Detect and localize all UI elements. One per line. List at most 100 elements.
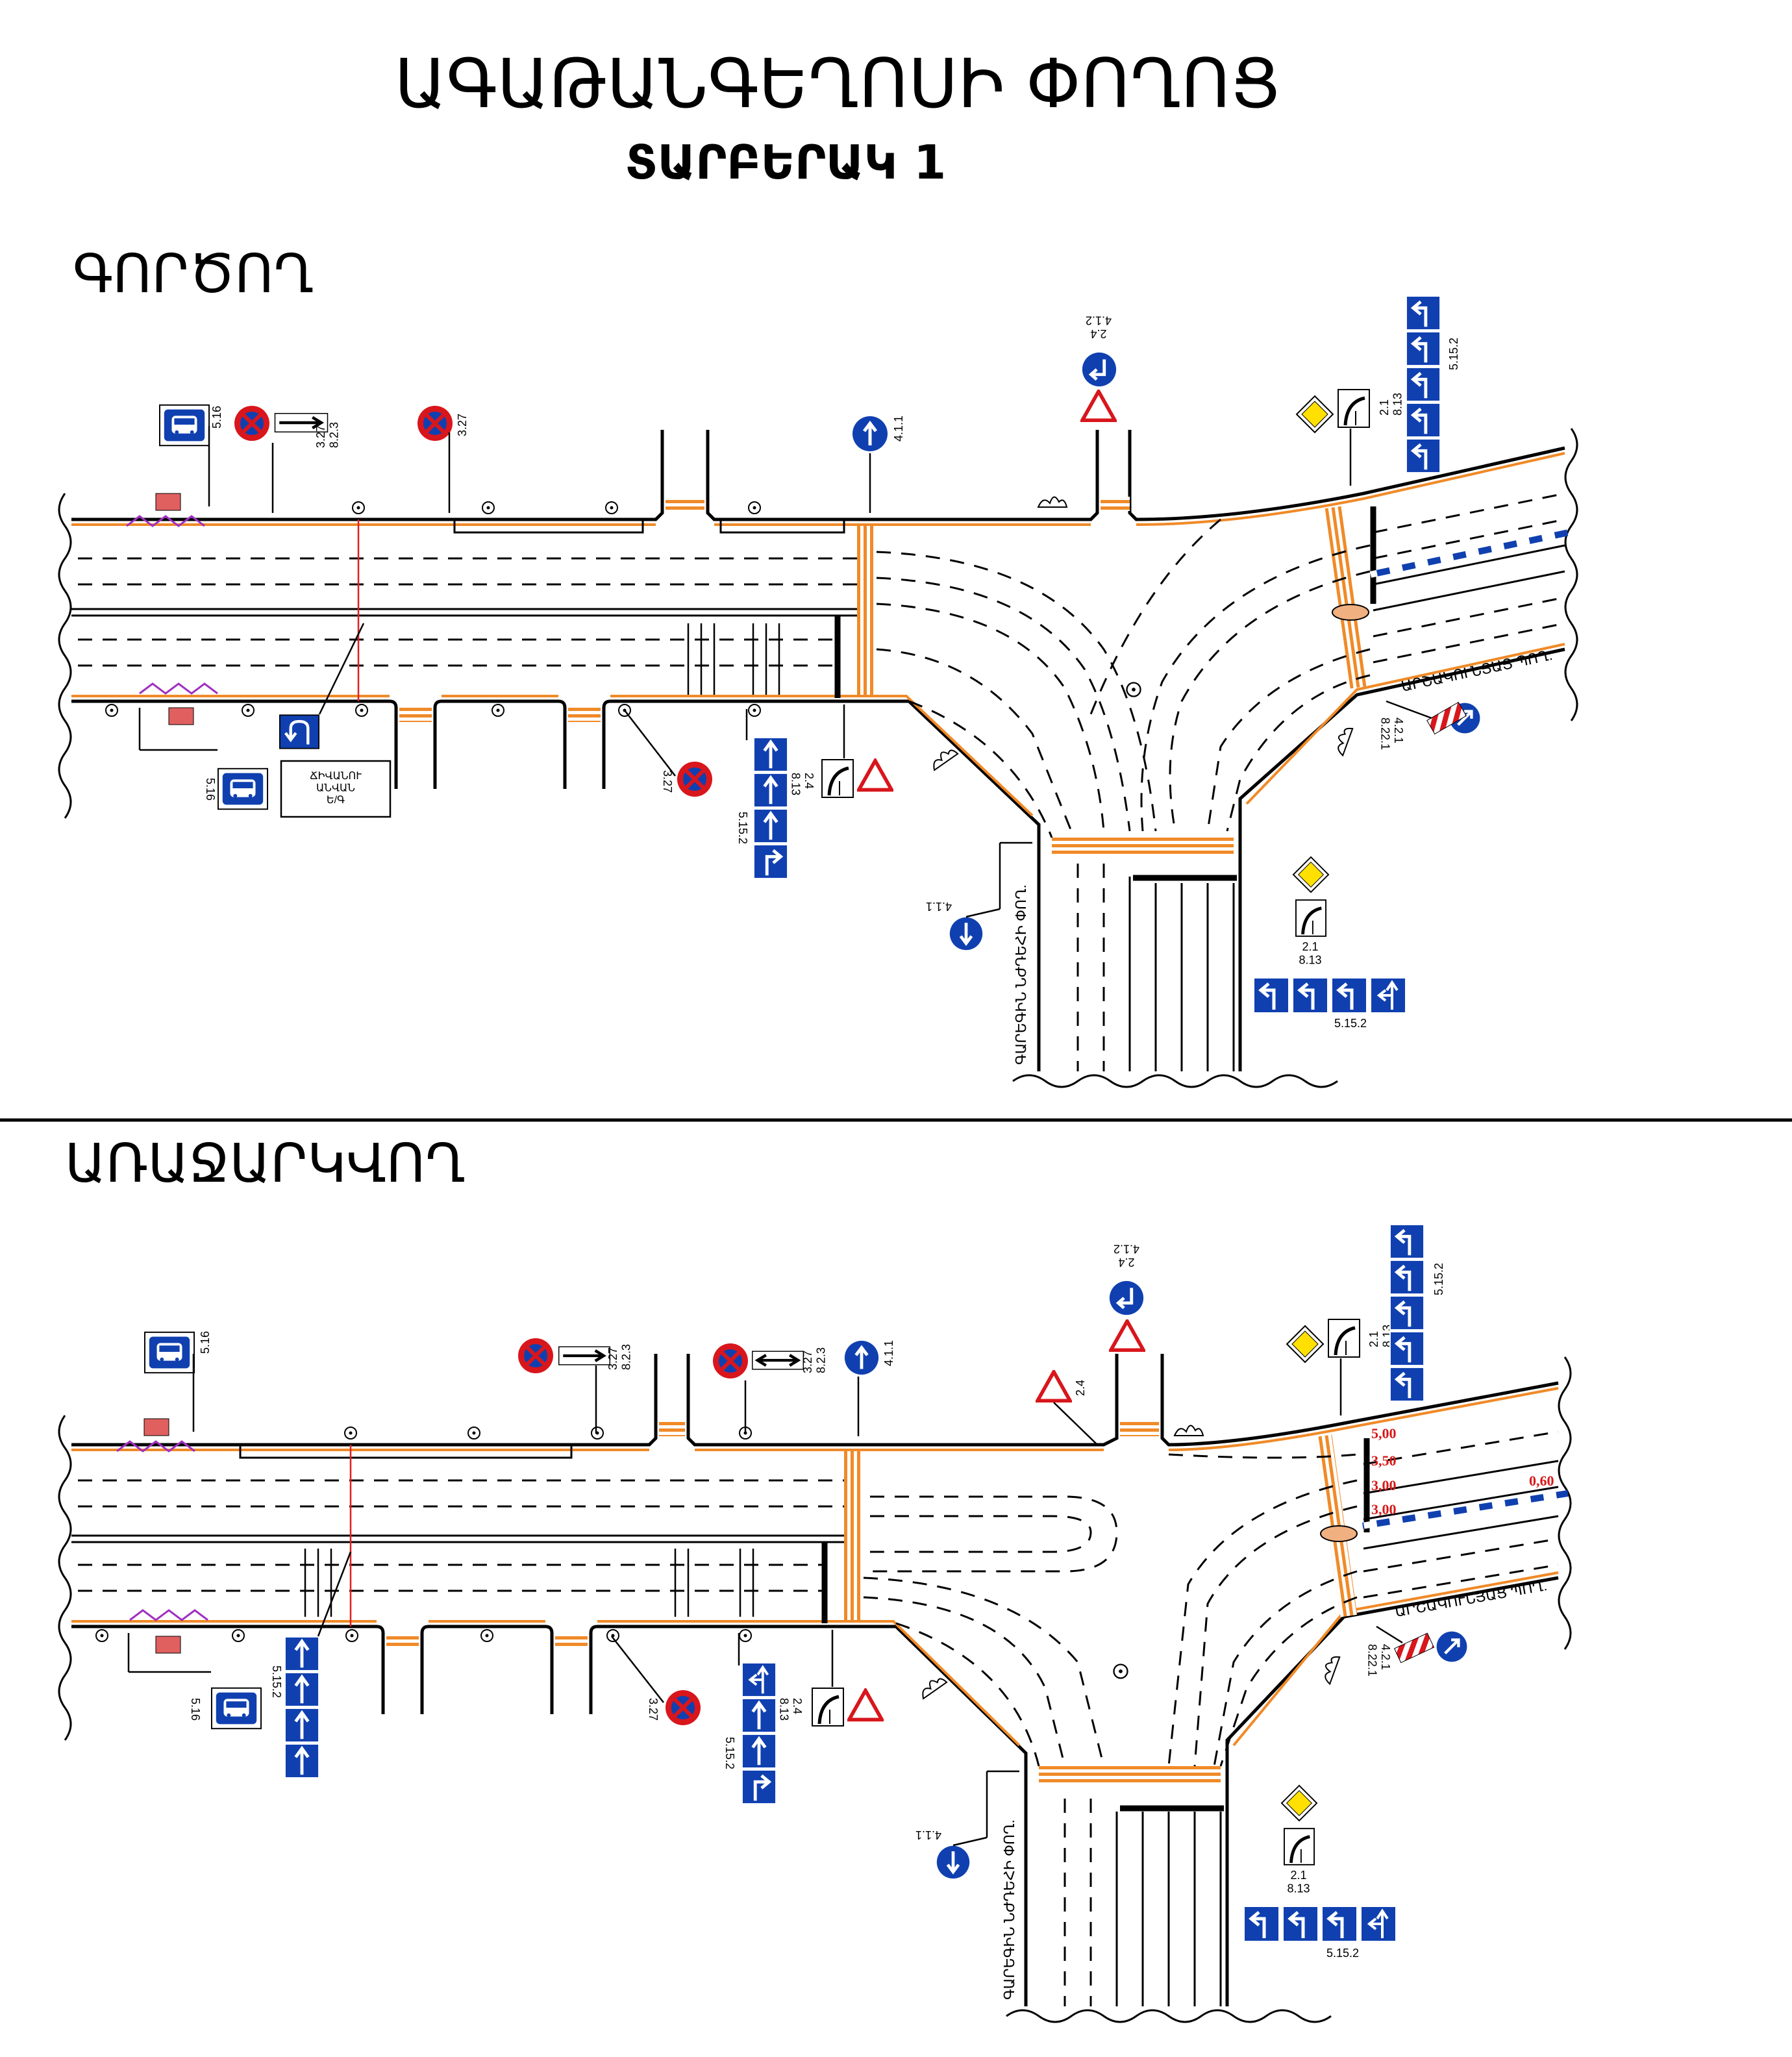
sign-code: 2.48.13 — [789, 773, 815, 795]
crosswalk-south — [1052, 838, 1234, 854]
sign-code: 4.1.1 — [882, 1340, 895, 1366]
give-way-sign — [1082, 392, 1115, 420]
street-label-south: ԳԱՐԵԳԻՆ ՆԺԴԵՀԻ ՓՈՂ. — [1001, 1819, 1017, 2000]
sign-code: 5.16 — [189, 1698, 202, 1721]
direction-plate — [753, 1351, 804, 1369]
u-turn-sign — [280, 715, 319, 748]
barrier-plate — [1393, 1632, 1435, 1664]
sign-code: 5.16 — [199, 1331, 212, 1354]
no-stopping-sign — [518, 1338, 553, 1373]
break-line-west — [58, 493, 72, 819]
sign-code: 4.1.1 — [892, 416, 905, 442]
break-line-south — [1006, 2009, 1332, 2023]
existing-plan: 5.16 3.278.2.3 3.27 4.1.1 2.44.1.2 2.18.… — [58, 296, 1578, 1088]
break-line-east — [1558, 1356, 1572, 1650]
sign-code: 4.2.18.22.1 — [1378, 717, 1405, 750]
road-edge-north — [71, 430, 1565, 521]
give-way-sign — [1111, 1321, 1143, 1350]
u-turn-guide — [870, 1495, 1118, 1573]
median-width: 0,60 — [1529, 1473, 1554, 1489]
no-stopping-sign — [666, 1690, 701, 1725]
sign-code: 3.278.2.3 — [801, 1347, 828, 1373]
no-stopping-sign — [234, 406, 269, 441]
give-way-sign — [1038, 1372, 1070, 1401]
turn-sign — [1110, 1281, 1143, 1315]
priority-road-sign — [1296, 395, 1334, 433]
curve-plate — [1296, 900, 1326, 936]
straight-only-sign — [950, 917, 982, 950]
sign-code: 2.48.13 — [777, 1698, 804, 1721]
sign-code: 3.27 — [647, 1698, 660, 1721]
lane-width: 3,00 — [1371, 1477, 1397, 1493]
road-edge-south — [71, 1576, 1559, 2006]
street-label-south: ԳԱՐԵԳԻՆ ՆԺԴԵՀԻ ՓՈՂ. — [1013, 884, 1029, 1065]
sign-code: 4.2.18.22.1 — [1365, 1644, 1392, 1677]
straight-only-sign — [845, 1341, 878, 1375]
lane-direction-sign-s — [1254, 977, 1406, 1014]
lane-direction-sign-s — [1244, 1906, 1397, 1942]
turn-guides — [876, 518, 1371, 838]
curve-plate — [822, 760, 853, 797]
sign-code: 3.27 — [456, 414, 469, 436]
lane-width: 3,00 — [1371, 1501, 1397, 1517]
sign-code: 5.15.2 — [1334, 1017, 1367, 1030]
lane-width: 3,50 — [1371, 1452, 1397, 1469]
crosswalk-ne — [1325, 506, 1367, 689]
no-stopping-sign — [713, 1343, 748, 1378]
bus-stop-sign — [218, 767, 268, 810]
bus-stop-sign — [159, 404, 210, 447]
crosswalk-west — [844, 1451, 861, 1620]
curb-south — [71, 643, 1565, 817]
sign-code: 5.16 — [204, 778, 217, 801]
sign-code: 2.44.1.2 — [1114, 1242, 1139, 1269]
bus-stop-sign — [144, 1331, 195, 1374]
curve-plate — [1328, 1319, 1360, 1357]
sign-code: 5.15.2 — [736, 812, 749, 844]
median-top — [71, 1534, 844, 1543]
sign-code: 3.278.2.3 — [606, 1344, 633, 1370]
road-edge-north — [71, 1354, 1559, 1447]
curve-plate — [1338, 390, 1369, 427]
straight-only-sign — [937, 1846, 969, 1878]
sign-code: 4.1.1 — [915, 1828, 941, 1841]
give-way-sign — [859, 761, 891, 790]
proposed-heading: ԱՌԱՋԱՐԿՎՈՂ — [65, 1133, 466, 1195]
keep-right-sign — [1437, 1632, 1467, 1662]
turn-guides — [863, 1453, 1358, 1767]
existing-heading: ԳՈՐԾՈՂ — [73, 243, 314, 305]
break-line-west — [58, 1415, 72, 1741]
curb-south — [71, 1571, 1559, 1747]
bus-stop-sign — [211, 1687, 262, 1730]
break-line-south — [1012, 1074, 1338, 1088]
sign-code: 5.15.2 — [270, 1665, 283, 1698]
sign-code: 2.44.1.2 — [1086, 314, 1112, 340]
lane-direction-sign-ne — [1406, 296, 1440, 473]
blue-bus-lane-line — [1362, 1490, 1569, 1529]
priority-road-sign — [1280, 1784, 1318, 1822]
sign-code: 2.4 — [1074, 1380, 1087, 1396]
road-edge-south — [71, 647, 1565, 1071]
sign-code: 3.27 — [661, 770, 674, 793]
break-line-east — [1564, 428, 1578, 721]
lane-width-labels: 5,00 3,50 3,00 3,00 0,60 — [1371, 1425, 1554, 1517]
lane-direction-sign-sw — [754, 738, 788, 879]
give-way-sign — [849, 1691, 882, 1720]
sign-code: 5.15.2 — [1432, 1263, 1445, 1295]
street-label-east: ԱՐՇԱԿՈՒՆՅԱՑ ՊՈՂ. — [1400, 647, 1554, 695]
no-stopping-sign — [677, 762, 712, 797]
priority-road-sign — [1286, 1325, 1324, 1363]
sign-code: 5.15.2 — [1326, 1947, 1359, 1960]
blue-bus-lane-line — [1370, 529, 1569, 578]
sign-code: 4.1.1 — [926, 900, 952, 913]
curve-plate — [812, 1688, 843, 1726]
sign-code: 5.16 — [210, 406, 223, 429]
sign-code: 3.278.2.3 — [314, 422, 341, 448]
barrier-plate — [1426, 701, 1467, 735]
page-subtitle: ՏԱՐԲԵՐԱԿ 1 — [625, 135, 946, 190]
sign-code: 5.15.2 — [723, 1737, 736, 1769]
priority-road-sign — [1292, 856, 1330, 893]
